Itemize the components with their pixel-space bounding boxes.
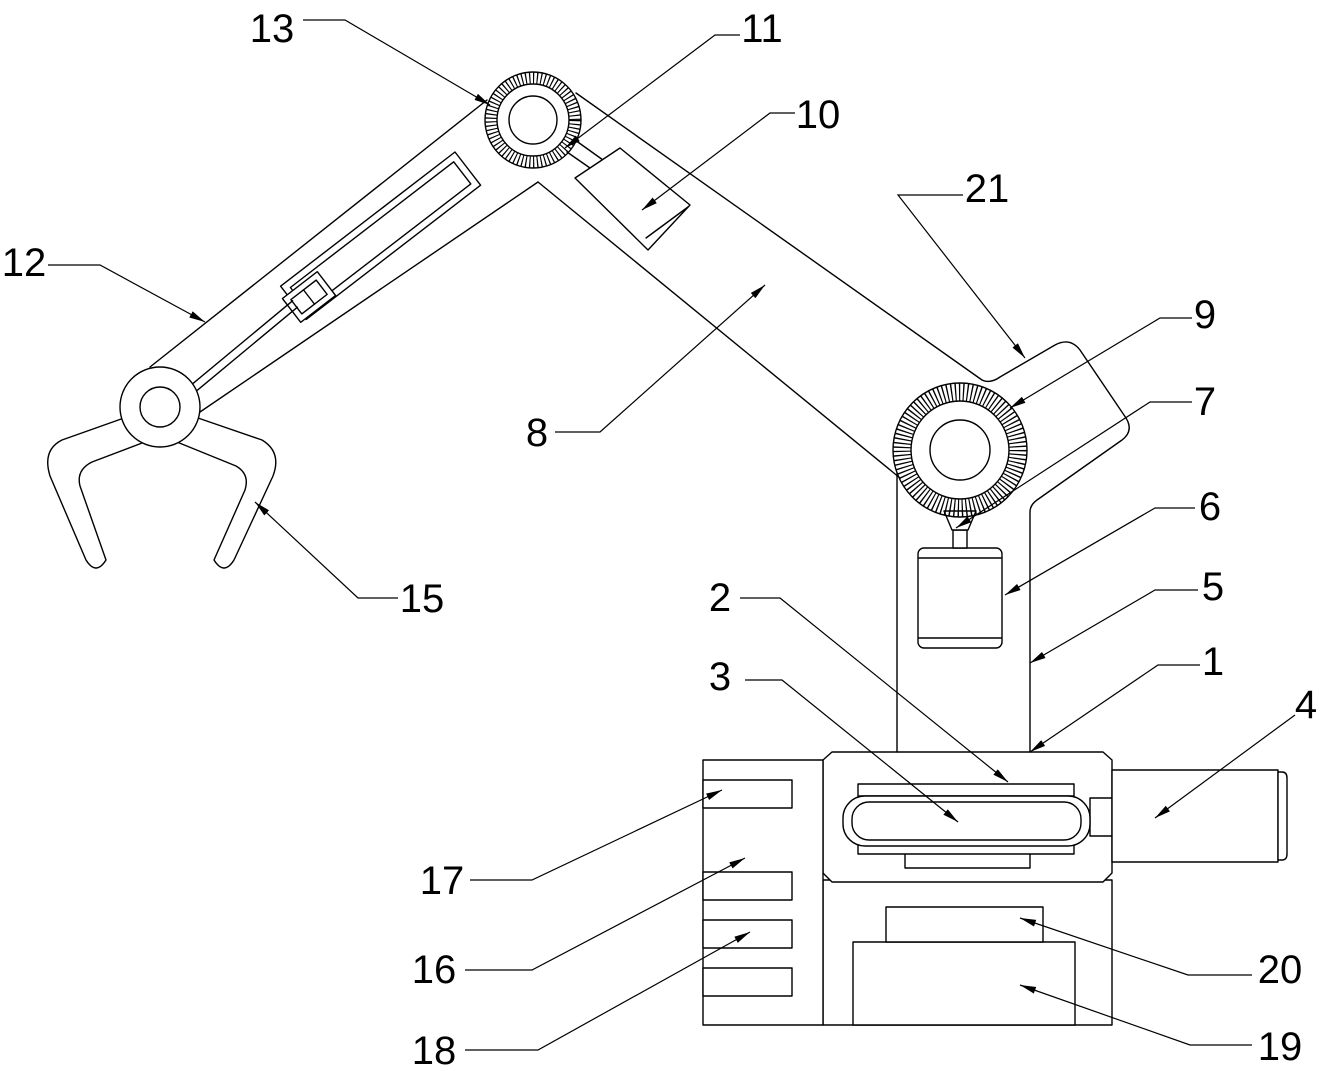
gripper-left-claw <box>48 418 150 568</box>
wrist-hub <box>140 387 180 427</box>
motor-coupling <box>1090 798 1112 836</box>
callout-numbers: 13 11 10 21 12 9 7 8 6 15 2 5 1 3 4 17 1… <box>2 7 1317 1071</box>
joint-motor <box>918 511 1002 648</box>
joint-motor-shaft <box>953 530 967 548</box>
leader-15 <box>255 502 398 598</box>
callout-11: 11 <box>741 7 783 51</box>
leader-5 <box>1030 590 1198 663</box>
callout-10: 10 <box>796 93 841 137</box>
upper-arm-lower-edge <box>538 182 900 478</box>
leader-8 <box>555 285 765 432</box>
callout-7: 7 <box>1194 380 1216 424</box>
callout-16: 16 <box>412 948 457 992</box>
component-19 <box>853 942 1075 1025</box>
slewing-motor <box>1090 770 1287 862</box>
callout-3: 3 <box>709 655 731 699</box>
leader-9 <box>1010 318 1192 408</box>
shaft-edge-b <box>567 152 590 168</box>
callout-8: 8 <box>526 411 548 455</box>
panel-slot-16 <box>703 872 792 900</box>
panel-slot-lower <box>703 968 792 996</box>
elbow-gear <box>893 383 1027 517</box>
elbow-gear-hub <box>930 420 990 480</box>
callout-5: 5 <box>1202 565 1224 609</box>
callout-1: 1 <box>1202 640 1224 684</box>
turntable-ring <box>843 796 1090 846</box>
leader-13 <box>303 20 490 105</box>
callout-18: 18 <box>412 1029 457 1071</box>
callout-19: 19 <box>1258 1025 1303 1069</box>
piston-rod-edge-a <box>193 301 293 384</box>
piston-rod-edge-b <box>197 307 297 390</box>
callout-9: 9 <box>1194 293 1216 337</box>
leader-1 <box>1030 665 1200 752</box>
callout-6: 6 <box>1199 485 1221 529</box>
callout-4: 4 <box>1295 683 1317 727</box>
gripper-right-claw <box>172 418 276 568</box>
callout-15: 15 <box>400 577 445 621</box>
leader-6 <box>1005 508 1195 595</box>
motor-end-cap <box>1278 772 1287 860</box>
gripper <box>48 367 276 568</box>
shoulder-motor-body <box>575 148 690 250</box>
leader-12 <box>48 265 205 322</box>
forearm-top-edge <box>150 100 487 367</box>
leader-17 <box>470 790 722 880</box>
shoulder-gear <box>485 72 581 168</box>
forearm-lower-edge <box>200 182 538 412</box>
callout-2: 2 <box>709 576 731 620</box>
shoulder-motor <box>567 140 690 250</box>
forearm <box>150 100 538 412</box>
callout-17: 17 <box>420 859 465 903</box>
turntable-top-plate <box>858 784 1074 796</box>
shoulder-gear-hub <box>509 96 557 144</box>
shaft-edge-a <box>575 140 603 160</box>
motor-body <box>1112 770 1278 862</box>
callout-20: 20 <box>1258 948 1303 992</box>
joint-motor-body <box>918 548 1002 648</box>
callout-21: 21 <box>965 167 1010 211</box>
leader-11 <box>565 35 740 148</box>
panel-slot-17 <box>703 780 792 808</box>
callout-12: 12 <box>2 241 47 285</box>
callout-13: 13 <box>250 7 295 51</box>
component-20 <box>886 907 1043 942</box>
